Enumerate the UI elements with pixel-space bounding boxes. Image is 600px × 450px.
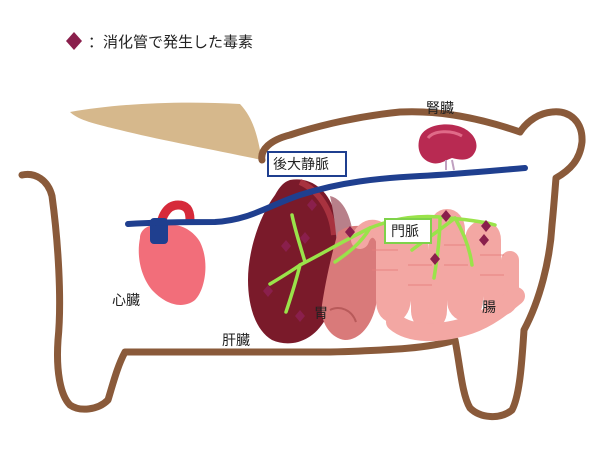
intestine-bottom — [386, 287, 525, 342]
toxin-marker — [479, 234, 489, 246]
stomach — [321, 225, 384, 340]
vena-cava-label: 後大静脈 — [267, 151, 347, 177]
animal-body-outline — [18, 108, 586, 420]
vena-cava-vessel — [125, 165, 528, 227]
kidney-label: 腎臓 — [426, 101, 454, 117]
portal-vein-label-text: 門脈 — [391, 224, 419, 240]
toxin-marker — [441, 210, 451, 222]
stomach-label: 胃 — [314, 306, 328, 322]
legend: ：消化管で発生した毒素 — [66, 32, 253, 51]
heart-label: 心臓 — [112, 293, 140, 309]
toxin-marker — [300, 232, 310, 244]
kidney-shape — [418, 124, 477, 164]
portal-vein-label: 門脈 — [384, 218, 432, 244]
toxin-marker — [345, 226, 355, 238]
toxin-marker — [481, 220, 491, 232]
toxin-markers — [263, 199, 491, 322]
toxin-marker — [307, 199, 317, 211]
intestine-label: 腸 — [482, 300, 496, 316]
kidney-highlight — [426, 130, 463, 140]
toxin-marker — [295, 310, 305, 322]
liver — [248, 179, 355, 344]
toxin-marker — [430, 253, 440, 265]
stomach-shape — [321, 225, 384, 340]
toxin-marker — [281, 240, 291, 252]
toxin-legend-icon — [66, 32, 82, 50]
toxin-marker — [263, 285, 273, 297]
kidney — [418, 124, 477, 171]
heart-shape — [138, 224, 206, 305]
fur-patch — [70, 102, 262, 160]
liver-lobe — [298, 179, 337, 236]
liver-label: 肝臓 — [222, 333, 250, 349]
legend-text: ：消化管で発生した毒素 — [88, 33, 253, 51]
vena-cava-label-text: 後大静脈 — [273, 157, 329, 173]
liver-shape — [248, 179, 339, 344]
